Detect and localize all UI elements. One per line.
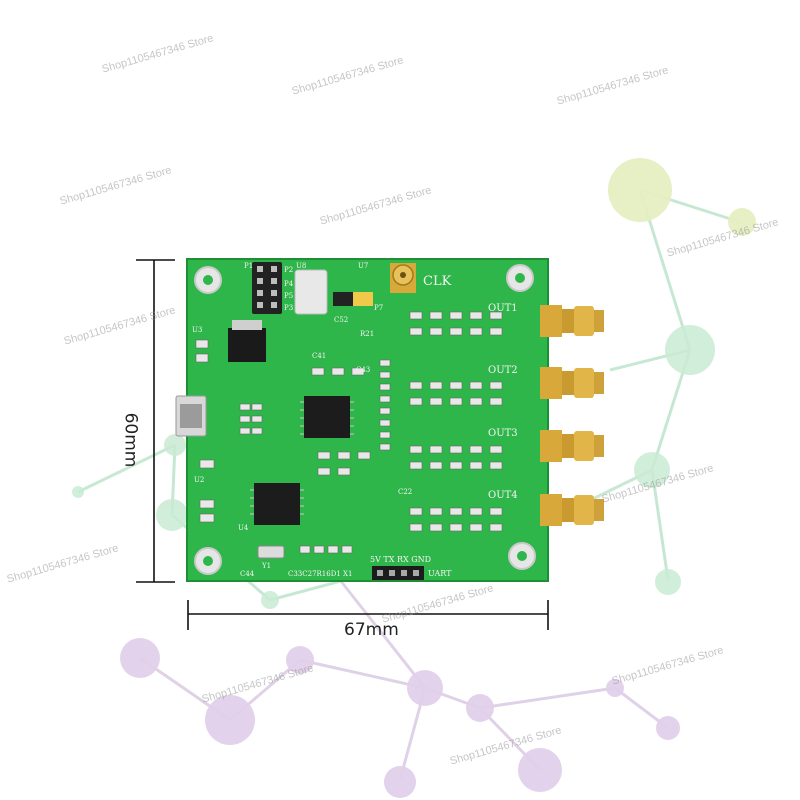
silkscreen-labels: CLK OUT1 OUT2 OUT3 OUT4 5V TX RX GND UAR…	[192, 262, 518, 578]
voltage-regulator	[228, 328, 266, 362]
sma-connector-out2	[540, 367, 604, 399]
label-bottom-refs: C33C27R16D1 X1	[288, 570, 352, 578]
label-p2: P2	[284, 266, 293, 274]
width-dimension-label: 67mm	[344, 620, 399, 640]
label-c22: C22	[398, 488, 412, 496]
label-out1: OUT1	[488, 303, 518, 314]
mounting-holes	[194, 264, 536, 575]
label-c44: C44	[240, 570, 255, 578]
label-p3: P3	[284, 304, 293, 312]
label-c43: C43	[356, 366, 370, 374]
label-u7: U7	[358, 262, 368, 270]
crystal	[257, 545, 285, 559]
label-uart: UART	[428, 569, 452, 578]
label-y1: Y1	[261, 562, 271, 570]
label-c41: C41	[312, 352, 326, 360]
label-p5: P5	[284, 292, 293, 300]
label-u8: U8	[296, 262, 306, 270]
label-uart-pins: 5V TX RX GND	[370, 555, 431, 564]
label-out3: OUT3	[488, 428, 518, 439]
label-out4: OUT4	[488, 490, 518, 501]
label-clk: CLK	[423, 274, 452, 289]
label-out2: OUT2	[488, 365, 518, 376]
pcb-board	[175, 258, 549, 582]
label-u2: U2	[194, 476, 204, 484]
pin-header	[252, 262, 282, 314]
oscillator	[294, 269, 328, 315]
jumper	[333, 292, 353, 306]
label-p1: P1	[244, 262, 253, 270]
label-p7: P7	[374, 304, 383, 312]
sma-connector-out1	[540, 305, 604, 337]
label-u4: U4	[238, 524, 249, 532]
dimension-lines	[136, 259, 549, 630]
uart-header	[372, 566, 424, 580]
mcu-chip	[300, 396, 354, 438]
clk-sma-connector	[390, 263, 416, 293]
label-c52: C52	[334, 316, 348, 324]
label-u3: U3	[192, 326, 202, 334]
sma-connector-out3	[540, 430, 604, 462]
label-r21: R21	[360, 330, 374, 338]
label-p4: P4	[284, 280, 294, 288]
sma-connector-out4	[540, 494, 604, 526]
smd-components	[195, 311, 503, 554]
height-dimension-label: 60mm	[120, 412, 141, 468]
driver-chip	[250, 483, 304, 525]
